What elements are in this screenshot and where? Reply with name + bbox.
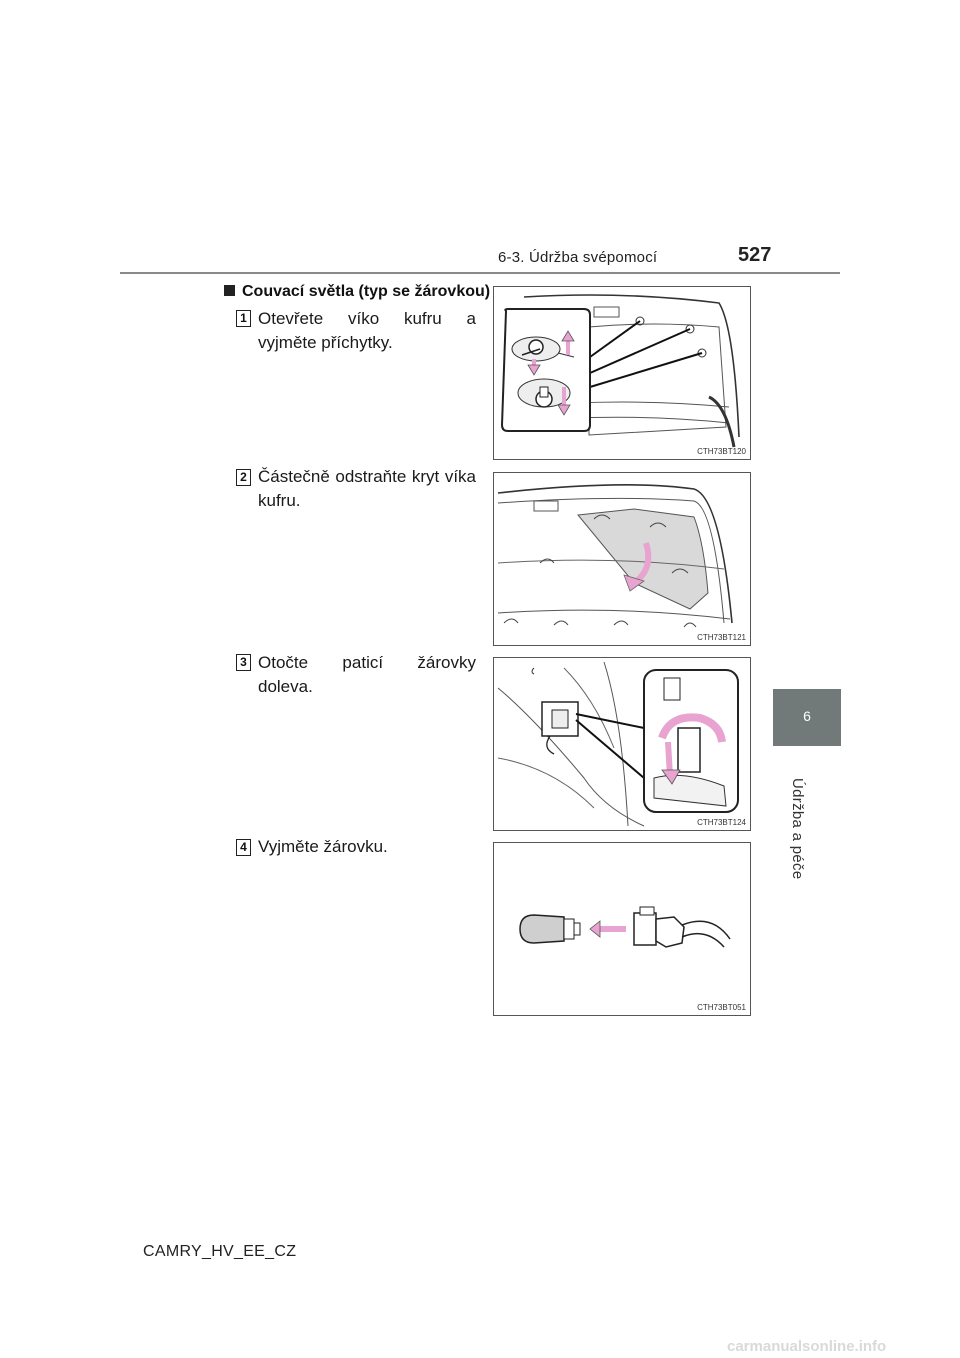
step-number-4: 4 <box>236 839 251 856</box>
figure-trunk-cover: CTH73BT121 <box>493 472 751 646</box>
figure-code-1: CTH73BT120 <box>697 447 746 456</box>
figure-code-2: CTH73BT121 <box>697 633 746 642</box>
trunk-lid-cover-illustration <box>497 484 733 628</box>
section-title-text: Couvací světla (typ se žárovkou) <box>242 283 491 300</box>
square-bullet-icon <box>224 285 235 296</box>
figure-code-4: CTH73BT051 <box>697 1003 746 1012</box>
step-text-3: Otočte paticí žárovky doleva. <box>258 653 476 696</box>
bulb-base-rotate-illustration <box>497 661 739 827</box>
step-number-1: 1 <box>236 310 251 327</box>
section-title: Couvací světla (typ se žárovkou) <box>224 283 490 301</box>
trunk-lid-clips-illustration <box>500 294 740 448</box>
figure-trunk-clips: CTH73BT120 <box>493 286 751 460</box>
step-text-4: Vyjměte žárovku. <box>258 837 388 856</box>
header-divider <box>120 272 840 274</box>
step-text-2: Částečně odstraňte kryt víka kufru. <box>258 467 476 510</box>
step-number-2: 2 <box>236 469 251 486</box>
section-header: 6-3. Údržba svépomocí <box>498 249 658 266</box>
page-number: 527 <box>738 244 772 266</box>
figure-bulb-removal: CTH73BT051 <box>493 842 751 1016</box>
figure-bulb-base: CTH73BT124 <box>493 657 751 831</box>
step-text-1: Otevřete víko kufru a vyjměte příchytky. <box>258 309 476 352</box>
document-footer-code: CAMRY_HV_EE_CZ <box>143 1243 297 1260</box>
figure-code-3: CTH73BT124 <box>697 818 746 827</box>
bulb-removal-illustration <box>519 906 731 948</box>
step-number-3: 3 <box>236 654 251 671</box>
chapter-tab-number: 6 <box>803 708 811 724</box>
watermark: carmanualsonline.info <box>727 1338 887 1355</box>
chapter-tab: 6 <box>773 689 841 746</box>
chapter-tab-caption: Údržba a péče <box>789 778 806 880</box>
